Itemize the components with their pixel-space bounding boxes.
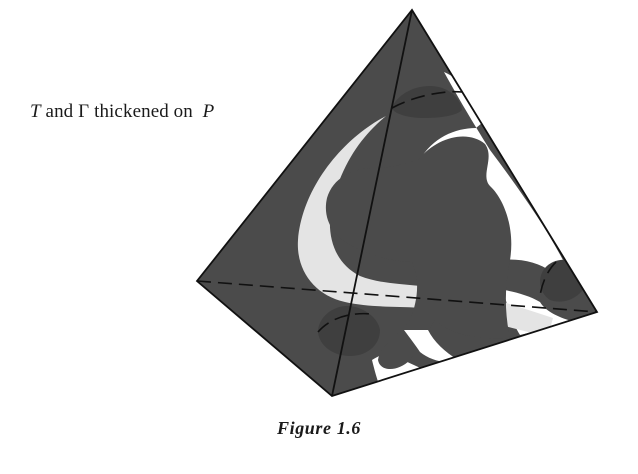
and-word: and [45, 101, 74, 122]
visible-edges [195, 8, 599, 398]
hidden-curve-right [539, 261, 557, 297]
gamma-symbol: Γ [78, 101, 90, 122]
t-symbol: T [30, 101, 41, 122]
thickened-text: thickened on [94, 101, 193, 122]
white-region-gap [404, 330, 458, 363]
figure-caption: Figure 1.6 [276, 418, 361, 438]
light-region-arc [297, 116, 553, 336]
hidden-curve-top [391, 90, 463, 109]
figure-annotation: T and Γ thickened on P [30, 101, 214, 123]
hidden-edges [196, 90, 598, 333]
hidden-curve-lower-left [317, 312, 373, 333]
dark-lobe-top [392, 86, 462, 118]
front-edge [331, 9, 413, 397]
dark-blob [325, 136, 512, 369]
p-symbol: P [202, 101, 215, 122]
dark-lobe-lower-left [318, 305, 380, 356]
hidden-edge-back-left [196, 280, 598, 313]
